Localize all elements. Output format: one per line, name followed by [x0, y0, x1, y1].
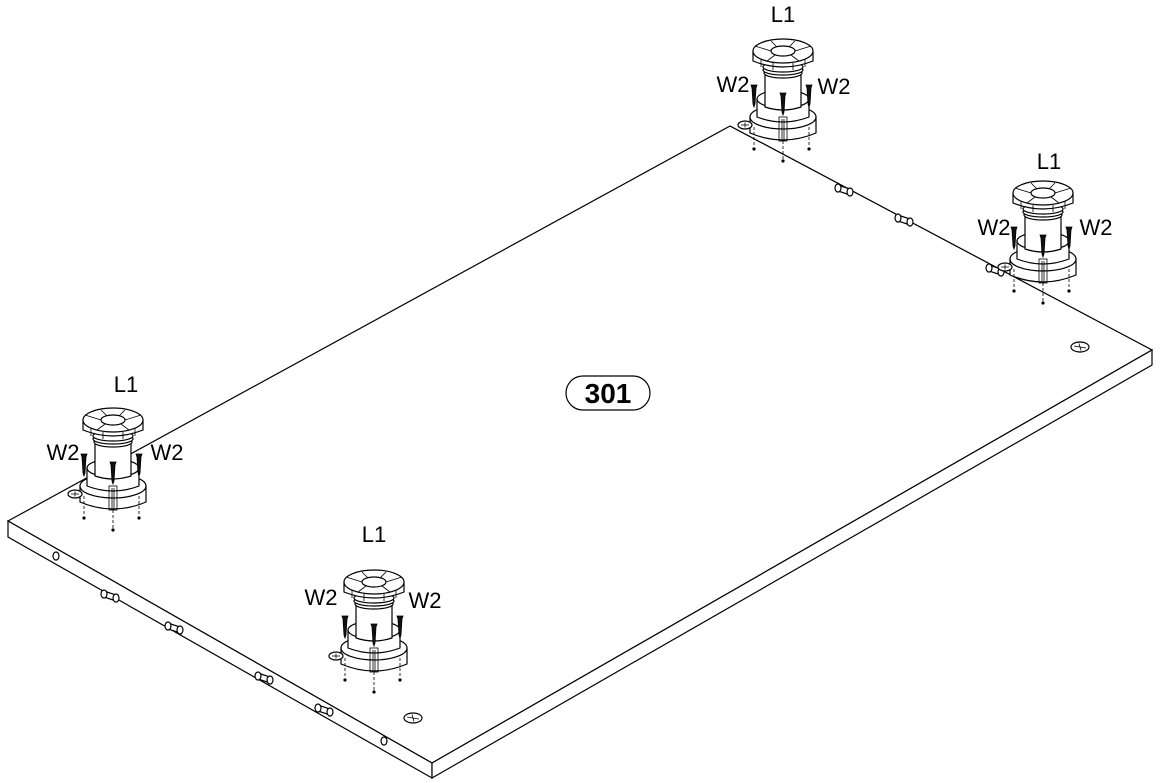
screw-label-right: W2 — [409, 588, 442, 613]
screw-label-right: W2 — [151, 440, 184, 465]
screw-label-right: W2 — [818, 74, 851, 99]
screw-label-left: W2 — [717, 72, 750, 97]
leg-bottom-center: L1 W2 W2 — [305, 522, 442, 695]
part-number-label: 301 — [585, 378, 632, 409]
leg-right: L1 W2 W2 — [978, 149, 1113, 306]
panel-301 — [6, 125, 1154, 780]
screw-label-right: W2 — [1080, 215, 1113, 240]
edge-holes — [52, 551, 388, 746]
part-number-badge: 301 — [565, 375, 651, 411]
leg-label: L1 — [771, 2, 795, 27]
screw-label-left: W2 — [978, 215, 1011, 240]
leg-left: L1 W2 W2 — [47, 372, 184, 533]
leg-label: L1 — [1037, 149, 1061, 174]
leg-top-center: L1 W2 W2 — [717, 2, 851, 164]
leg-label: L1 — [114, 372, 138, 397]
screw-label-left: W2 — [305, 585, 338, 610]
leg-label: L1 — [362, 522, 386, 547]
screw-label-left: W2 — [47, 440, 80, 465]
